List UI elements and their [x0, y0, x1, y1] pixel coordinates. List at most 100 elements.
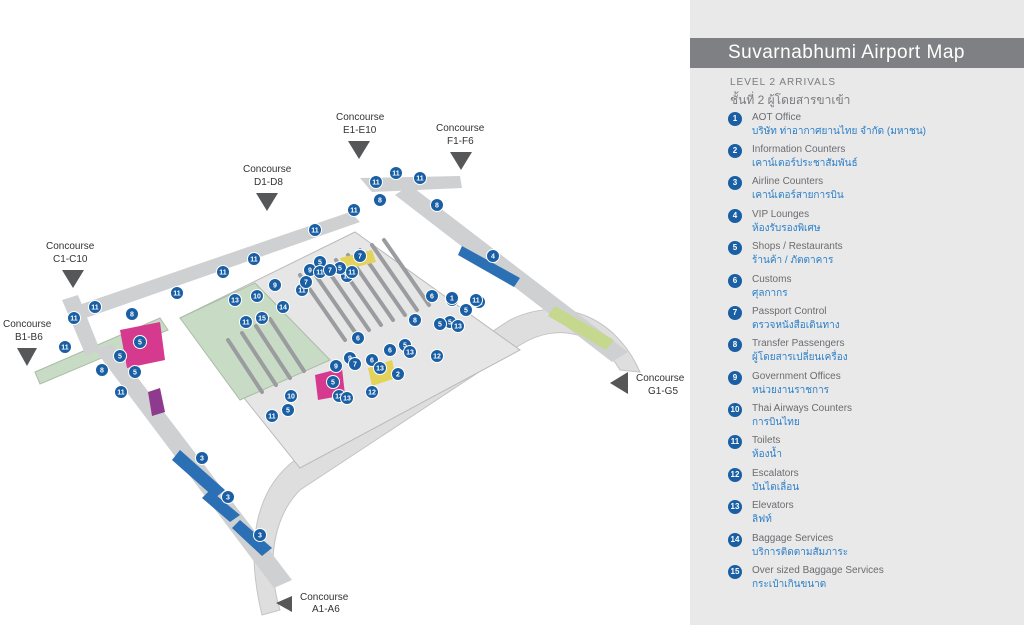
map-marker-4[interactable]: 4: [486, 249, 500, 263]
map-marker-3[interactable]: 3: [195, 451, 209, 465]
legend-en: Toilets: [752, 435, 781, 446]
svg-text:11: 11: [268, 414, 276, 421]
map-marker-11[interactable]: 11: [369, 175, 383, 189]
concourse-b-label[interactable]: Concourse B1-B6: [3, 319, 52, 366]
map-marker-5[interactable]: 5: [133, 335, 147, 349]
map-marker-5[interactable]: 5: [128, 365, 142, 379]
svg-text:11: 11: [392, 171, 400, 178]
map-marker-10[interactable]: 10: [250, 289, 264, 303]
map-marker-8[interactable]: 8: [95, 363, 109, 377]
map-marker-1[interactable]: 1: [445, 291, 459, 305]
map-marker-12[interactable]: 12: [430, 349, 444, 363]
map-marker-7[interactable]: 7: [323, 263, 337, 277]
map-marker-3[interactable]: 3: [221, 490, 235, 504]
map-marker-11[interactable]: 11: [58, 340, 72, 354]
concourse-c-label[interactable]: Concourse C1-C10: [46, 241, 95, 288]
map-marker-11[interactable]: 11: [389, 166, 403, 180]
map-marker-11[interactable]: 11: [114, 385, 128, 399]
legend-en: Transfer Passengers: [752, 338, 845, 349]
map-marker-14[interactable]: 14: [276, 300, 290, 314]
svg-text:11: 11: [472, 298, 480, 305]
map-marker-11[interactable]: 11: [413, 171, 427, 185]
map-marker-6[interactable]: 6: [351, 331, 365, 345]
legend-number: 1: [728, 112, 742, 126]
map-marker-15[interactable]: 15: [255, 311, 269, 325]
map-marker-6[interactable]: 6: [383, 343, 397, 357]
map-marker-8[interactable]: 8: [408, 313, 422, 327]
map-marker-5[interactable]: 5: [433, 317, 447, 331]
map-marker-13[interactable]: 13: [228, 293, 242, 307]
map-marker-13[interactable]: 13: [451, 319, 465, 333]
svg-text:8: 8: [100, 368, 104, 375]
concourse-f-label[interactable]: Concourse F1-F6: [436, 123, 485, 170]
corridor-north: [70, 212, 360, 320]
concourse-a-label[interactable]: Concourse A1-A6: [276, 592, 349, 615]
map-marker-11[interactable]: 11: [308, 223, 322, 237]
svg-text:Concourse: Concourse: [243, 164, 292, 175]
map-marker-5[interactable]: 5: [281, 403, 295, 417]
map-marker-7[interactable]: 7: [353, 249, 367, 263]
map-marker-13[interactable]: 13: [403, 345, 417, 359]
airport-map: 3456789101112131415111111111111111111111…: [3, 112, 685, 616]
svg-text:8: 8: [435, 203, 439, 210]
svg-text:Concourse: Concourse: [46, 241, 95, 252]
svg-text:5: 5: [286, 408, 290, 415]
map-marker-12[interactable]: 12: [365, 385, 379, 399]
map-marker-7[interactable]: 7: [348, 357, 362, 371]
map-marker-11[interactable]: 11: [265, 409, 279, 423]
concourse-g-label[interactable]: Concourse G1-G5: [610, 372, 685, 397]
legend-th: ผู้โดยสารเปลี่ยนเครื่อง: [752, 352, 848, 363]
map-marker-11[interactable]: 11: [88, 300, 102, 314]
svg-text:Concourse: Concourse: [300, 592, 349, 603]
map-marker-8[interactable]: 8: [125, 307, 139, 321]
map-marker-13[interactable]: 13: [373, 361, 387, 375]
map-marker-11[interactable]: 11: [216, 265, 230, 279]
concourse-e-label[interactable]: Concourse E1-E10: [336, 112, 385, 159]
map-marker-9[interactable]: 9: [268, 278, 282, 292]
map-marker-11[interactable]: 11: [170, 286, 184, 300]
map-marker-2[interactable]: 2: [391, 367, 405, 381]
map-marker-11[interactable]: 11: [239, 315, 253, 329]
map-marker-10[interactable]: 10: [284, 389, 298, 403]
legend-th: ศุลกากร: [752, 288, 788, 299]
map-marker-11[interactable]: 11: [347, 203, 361, 217]
map-marker-3[interactable]: 3: [253, 528, 267, 542]
svg-text:11: 11: [70, 316, 78, 323]
map-marker-11[interactable]: 11: [469, 293, 483, 307]
map-marker-11[interactable]: 11: [345, 265, 359, 279]
map-marker-5[interactable]: 5: [459, 303, 473, 317]
map-marker-5[interactable]: 5: [113, 349, 127, 363]
svg-text:9: 9: [308, 268, 312, 275]
map-marker-13[interactable]: 13: [340, 391, 354, 405]
svg-text:11: 11: [298, 288, 306, 295]
map-marker-11[interactable]: 11: [247, 252, 261, 266]
svg-text:B1-B6: B1-B6: [15, 332, 43, 343]
legend-th: ตรวจหนังสือเดินทาง: [752, 320, 840, 331]
map-marker-8[interactable]: 8: [430, 198, 444, 212]
map-marker-9[interactable]: 9: [329, 359, 343, 373]
map-marker-5[interactable]: 5: [326, 375, 340, 389]
map-marker-11[interactable]: 11: [67, 311, 81, 325]
legend-number: 3: [728, 176, 742, 190]
map-marker-6[interactable]: 6: [425, 289, 439, 303]
legend-th: ห้องน้ำ: [752, 449, 782, 460]
map-marker-7[interactable]: 7: [299, 275, 313, 289]
map-marker-8[interactable]: 8: [373, 193, 387, 207]
concourse-d-label[interactable]: Concourse D1-D8: [243, 164, 292, 211]
legend-th: บริการติดตามสัมภาระ: [752, 547, 849, 558]
